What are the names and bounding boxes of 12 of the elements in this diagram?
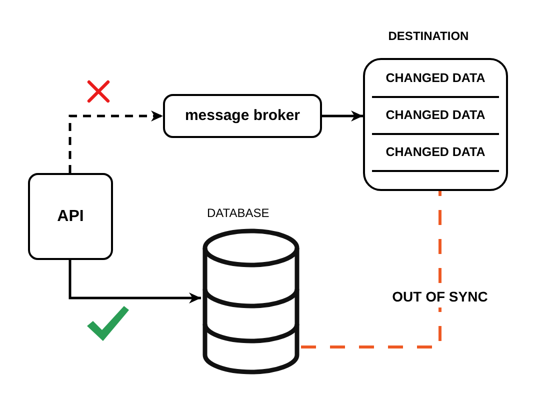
data-row: CHANGED DATA <box>372 61 499 98</box>
dashed-connector <box>68 110 163 173</box>
process-box <box>28 173 113 260</box>
process-box <box>163 94 322 138</box>
node-label: message broker <box>184 106 300 126</box>
node-heading: DATABASE <box>207 205 270 221</box>
node-heading: DESTINATION <box>388 28 470 44</box>
data-row: CHANGED DATA <box>372 98 499 135</box>
data-row: CHANGED DATA <box>372 135 499 172</box>
node-label: API <box>57 206 84 226</box>
arrow <box>68 260 201 304</box>
arrow <box>322 110 363 122</box>
